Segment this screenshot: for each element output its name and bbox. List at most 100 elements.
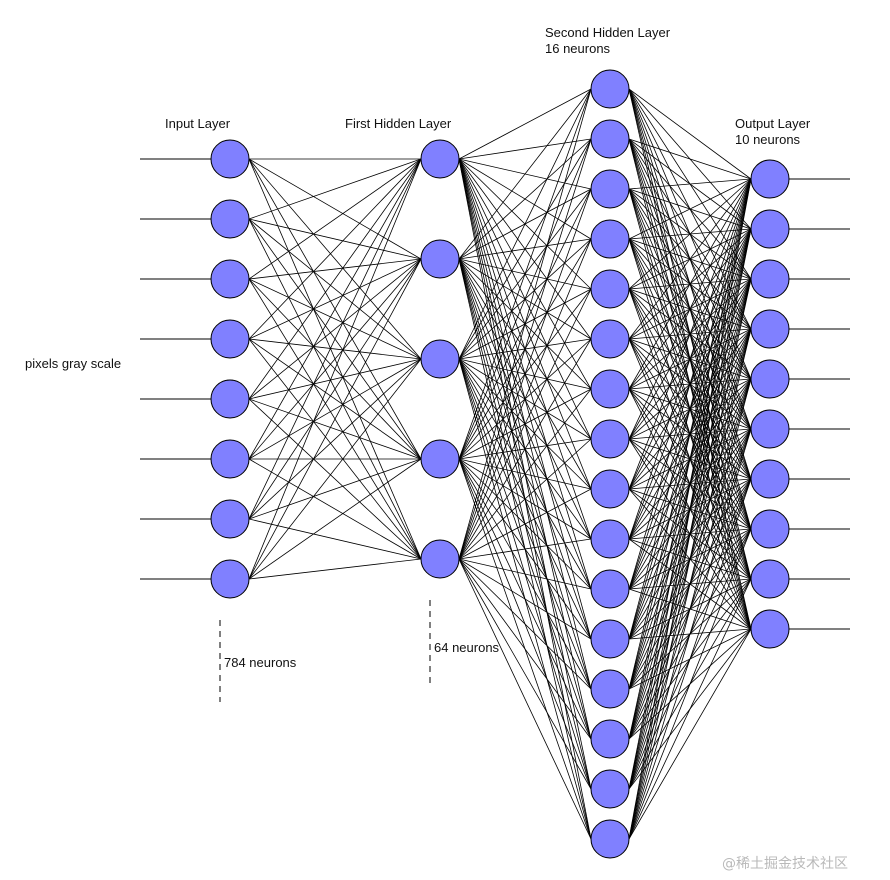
connection-line: [628, 178, 752, 440]
connection-line: [458, 138, 592, 160]
neuron-second-hidden: [590, 319, 630, 359]
neuron-second-hidden: [590, 719, 630, 759]
connection-line: [248, 458, 422, 580]
neuron-input: [210, 559, 250, 599]
neuron-second-hidden: [590, 469, 630, 509]
connection-line: [248, 158, 422, 220]
neuron-second-hidden: [590, 219, 630, 259]
first-hidden-layer-title: First Hidden Layer: [345, 116, 452, 131]
connection-line: [248, 158, 422, 580]
connection-line: [248, 358, 422, 460]
connection-line: [628, 178, 752, 690]
neuron-output: [750, 359, 790, 399]
first-hidden-neuron-count: 64 neurons: [434, 640, 500, 655]
connection-line: [248, 158, 422, 520]
connection-line: [628, 478, 752, 840]
input-neuron-count: 784 neurons: [224, 655, 297, 670]
connection-line: [458, 88, 592, 360]
neuron-first-hidden: [420, 339, 460, 379]
neuron-output: [750, 509, 790, 549]
neuron-output: [750, 209, 790, 249]
neuron-output: [750, 609, 790, 649]
input-output-lines: [140, 158, 850, 630]
second-hidden-layer-count: 16 neurons: [545, 41, 611, 56]
connection-line: [458, 188, 592, 560]
connection-line: [458, 538, 592, 560]
connection-line: [248, 518, 422, 560]
connection-line: [458, 88, 592, 560]
neuron-input: [210, 259, 250, 299]
connection-line: [628, 378, 752, 840]
watermark: @稀土掘金技术社区: [722, 856, 848, 872]
neuron-first-hidden: [420, 439, 460, 479]
connection-line: [628, 628, 752, 840]
connection-line: [458, 238, 592, 560]
connection-line: [458, 138, 592, 260]
neuron-second-hidden: [590, 769, 630, 809]
neuron-second-hidden: [590, 519, 630, 559]
connection-line: [458, 558, 592, 840]
neuron-second-hidden: [590, 619, 630, 659]
connection-line: [248, 258, 422, 280]
neuron-input: [210, 379, 250, 419]
connection-line: [628, 178, 752, 490]
connection-line: [248, 158, 422, 360]
neurons: [210, 69, 790, 859]
connection-line: [248, 458, 422, 520]
neuron-output: [750, 559, 790, 599]
connection-line: [628, 528, 752, 840]
connection-line: [458, 88, 592, 160]
neuron-output: [750, 459, 790, 499]
neuron-second-hidden: [590, 69, 630, 109]
neuron-input: [210, 439, 250, 479]
connection-line: [458, 88, 592, 260]
connection-line: [458, 88, 592, 460]
output-layer-count: 10 neurons: [735, 132, 801, 147]
neuron-input: [210, 499, 250, 539]
connection-line: [248, 258, 422, 580]
neuron-output: [750, 309, 790, 349]
connection-line: [628, 178, 752, 190]
connection-line: [248, 278, 422, 360]
connection-line: [458, 338, 592, 560]
connection-line: [628, 178, 752, 390]
connection-line: [628, 178, 752, 540]
neuron-first-hidden: [420, 539, 460, 579]
connection-line: [248, 158, 422, 340]
neuron-first-hidden: [420, 239, 460, 279]
connection-line: [628, 138, 752, 180]
output-layer-title: Output Layer: [735, 116, 811, 131]
neuron-second-hidden: [590, 269, 630, 309]
neuron-input: [210, 319, 250, 359]
connection-line: [458, 558, 592, 690]
neuron-second-hidden: [590, 569, 630, 609]
connection-line: [458, 558, 592, 590]
connection-line: [248, 218, 422, 360]
connection-line: [248, 338, 422, 560]
connection-line: [628, 328, 752, 840]
connection-line: [248, 158, 422, 280]
neuron-second-hidden: [590, 819, 630, 859]
connection-line: [458, 388, 592, 560]
connection-line: [458, 138, 592, 360]
connection-line: [628, 228, 752, 840]
connection-line: [628, 88, 752, 180]
connection-line: [458, 488, 592, 560]
connection-line: [248, 258, 422, 400]
connection-line: [628, 178, 752, 740]
connection-line: [248, 338, 422, 460]
connection-line: [248, 458, 422, 560]
connection-line: [628, 178, 752, 340]
neuron-second-hidden: [590, 669, 630, 709]
neuron-second-hidden: [590, 369, 630, 409]
input-side-label: pixels gray scale: [25, 356, 122, 371]
connections: [248, 88, 752, 840]
connection-line: [628, 578, 752, 840]
connection-line: [628, 428, 752, 840]
connection-line: [248, 218, 422, 260]
connection-line: [628, 178, 752, 840]
connection-line: [248, 258, 422, 460]
neuron-first-hidden: [420, 139, 460, 179]
connection-line: [628, 178, 752, 590]
second-hidden-layer-title: Second Hidden Layer: [545, 25, 671, 40]
